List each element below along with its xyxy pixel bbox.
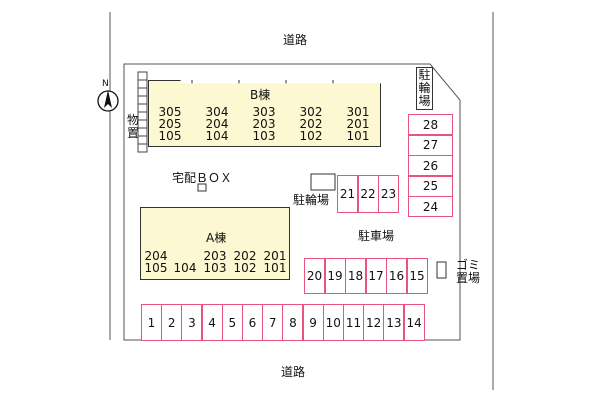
unit-number: 201	[263, 249, 287, 263]
parking-slot: 8	[282, 304, 304, 341]
parking-slot: 14	[403, 304, 425, 341]
north-arrow-icon	[97, 90, 119, 112]
unit-number: 105	[158, 129, 182, 143]
parking-slot: 20	[304, 258, 325, 294]
unit-number: 101	[346, 129, 370, 143]
unit-number: 305	[158, 105, 182, 119]
unit-number: 103	[203, 261, 227, 275]
unit-number: 101	[263, 261, 287, 275]
building-a-label: A棟	[206, 231, 227, 245]
delivery-box-icon	[197, 183, 207, 192]
parking-lot-label: 駐車場	[358, 229, 395, 243]
storage-unit-icon	[137, 71, 148, 153]
parking-slot: 24	[408, 196, 453, 217]
unit-number: 102	[299, 129, 323, 143]
parking-slot: 3	[181, 304, 203, 341]
parking-slot: 11	[343, 304, 364, 341]
unit-number: 303	[252, 105, 276, 119]
unit-number: 105	[144, 261, 168, 275]
unit-number: 102	[233, 261, 257, 275]
parking-slot: 19	[324, 258, 346, 294]
building-b	[148, 80, 381, 147]
storage-label: 物置	[126, 113, 139, 140]
parking-slot: 5	[221, 304, 243, 341]
delivery-box-label: 宅配ＢＯＸ	[172, 171, 233, 185]
unit-number: 204	[205, 117, 229, 131]
unit-number: 304	[205, 105, 229, 119]
garbage-label: ゴミ置場	[455, 258, 480, 285]
parking-slot: 1	[141, 304, 162, 341]
unit-number: 203	[203, 249, 227, 263]
north-label: N	[102, 79, 109, 89]
parking-slot: 18	[345, 258, 366, 294]
parking-slot: 7	[262, 304, 284, 341]
building-a	[140, 207, 290, 280]
parking-slot: 13	[383, 304, 405, 341]
parking-slot: 2	[161, 304, 183, 341]
unit-number: 202	[233, 249, 257, 263]
parking-slot: 21	[337, 175, 358, 213]
parking-slot: 28	[408, 114, 453, 135]
bike-parking-center-label: 駐輪場	[293, 193, 330, 207]
road-label-bottom: 道路	[281, 365, 306, 379]
parking-slot: 17	[365, 258, 387, 294]
parking-slot: 10	[322, 304, 344, 341]
unit-column-a: 104	[170, 262, 200, 274]
unit-number: 302	[299, 105, 323, 119]
unit-number: 203	[252, 117, 276, 131]
unit-number: 104	[205, 129, 229, 143]
parking-slot: 6	[242, 304, 263, 341]
parking-slot: 12	[363, 304, 385, 341]
garbage-bin-icon	[436, 261, 447, 279]
unit-number: 104	[173, 261, 197, 275]
parking-slot: 26	[408, 155, 453, 176]
bike-rack-icon	[310, 173, 336, 191]
parking-slot: 23	[378, 175, 399, 213]
unit-number: 103	[252, 129, 276, 143]
building-b-label: B棟	[250, 88, 271, 102]
unit-number: 202	[299, 117, 323, 131]
unit-number: 301	[346, 105, 370, 119]
parking-slot: 15	[406, 258, 428, 294]
parking-slot: 27	[408, 134, 453, 156]
parking-slot: 22	[357, 175, 379, 213]
parking-slot: 4	[201, 304, 223, 341]
parking-slot: 16	[386, 258, 407, 294]
parking-slot: 25	[408, 175, 453, 197]
unit-number: 201	[346, 117, 370, 131]
unit-number: 205	[158, 117, 182, 131]
unit-number: 204	[144, 249, 168, 263]
parking-slot: 9	[302, 304, 324, 341]
road-label-top: 道路	[283, 33, 308, 47]
bike-parking-right-label: 駐輪場	[416, 67, 433, 110]
